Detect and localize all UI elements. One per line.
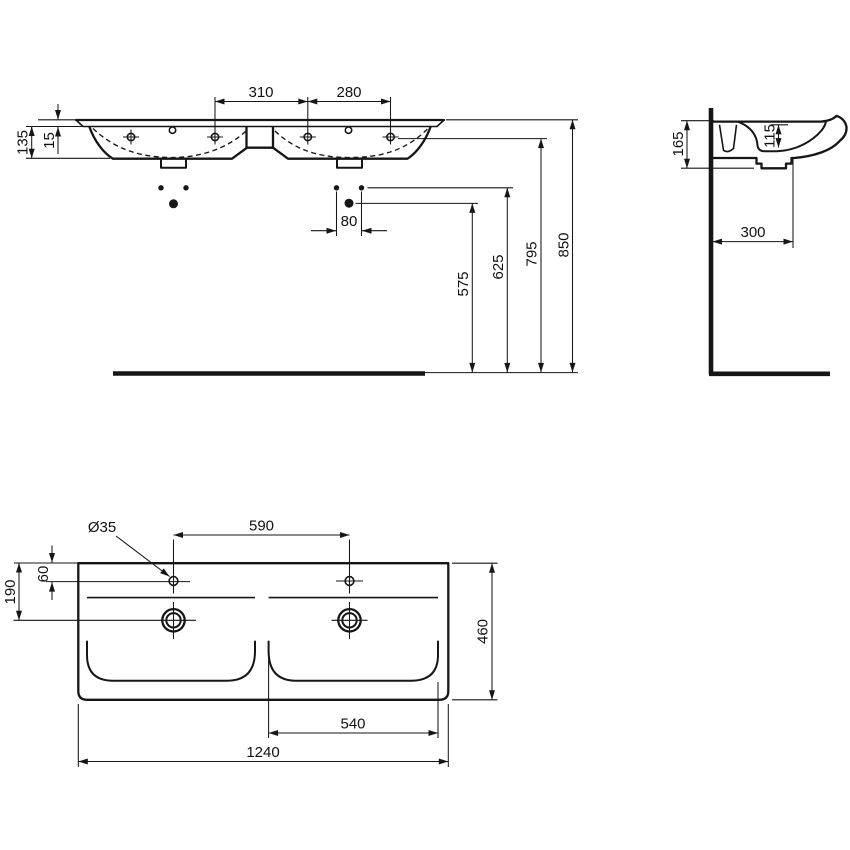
dim-label-540: 540: [340, 716, 365, 733]
dim-label-460: 460: [475, 619, 492, 644]
left-bowl-hidden-curve: [92, 128, 247, 159]
fixing-hole-icon: [299, 129, 316, 145]
diameter-label-35: Ø35: [88, 519, 116, 536]
rim-right-cap: [436, 119, 445, 128]
dim-label-795: 795: [524, 241, 541, 266]
fixing-hole-icon: [207, 129, 223, 145]
fixing-holes: [123, 129, 399, 145]
plan-outline: [77, 562, 450, 701]
left-taphole-front: [168, 126, 177, 135]
basin-section-outline: [709, 114, 848, 170]
right-bowl-outline: [271, 125, 432, 160]
dim-label-60: 60: [35, 566, 52, 583]
dim-label-190: 190: [2, 579, 19, 604]
ext-lines-80: [335, 191, 363, 236]
bowl-inner-profile: [736, 120, 827, 153]
left-drain-stub: [160, 157, 187, 169]
dim-label-575: 575: [455, 271, 472, 296]
dim-label-135: 135: [15, 130, 32, 155]
dim-label-165: 165: [670, 131, 687, 156]
dim-label-15: 15: [41, 132, 58, 149]
right-mounting-dots: [333, 185, 365, 208]
dim-label-280: 280: [336, 84, 361, 101]
side-view: 115 165 300: [670, 108, 848, 377]
center-divider: [245, 125, 275, 149]
right-drain: [331, 602, 368, 639]
rim-left-cap: [75, 119, 84, 128]
dim-label-590: 590: [249, 518, 274, 535]
front-view: 310 280 135 15 80 575 625 795 850: [15, 84, 578, 376]
right-bowl-hidden-curve: [274, 128, 429, 159]
fixing-hole-icon: [123, 129, 139, 145]
left-mounting-dots: [158, 185, 189, 209]
taphole-section: [718, 124, 738, 153]
left-bowl-outline: [88, 125, 249, 160]
right-taphole-front: [344, 126, 353, 135]
right-bowl-plan-outline: [267, 640, 439, 682]
right-drain-stub: [336, 157, 363, 169]
leader-line-35: [115, 535, 170, 577]
fixing-hole-icon: [382, 129, 399, 145]
dim-label-80: 80: [341, 213, 358, 230]
dim-label-300: 300: [740, 224, 765, 241]
dim-label-310: 310: [248, 84, 273, 101]
dim-label-625: 625: [490, 254, 507, 279]
dim-label-1240: 1240: [246, 744, 279, 761]
ext-lines-590: [172, 539, 351, 594]
dim-label-115: 115: [762, 124, 779, 148]
plan-view: Ø35 590 60 190 460 540 1240: [2, 518, 498, 767]
dim-label-850: 850: [556, 232, 573, 257]
left-bowl-plan-outline: [86, 640, 256, 682]
